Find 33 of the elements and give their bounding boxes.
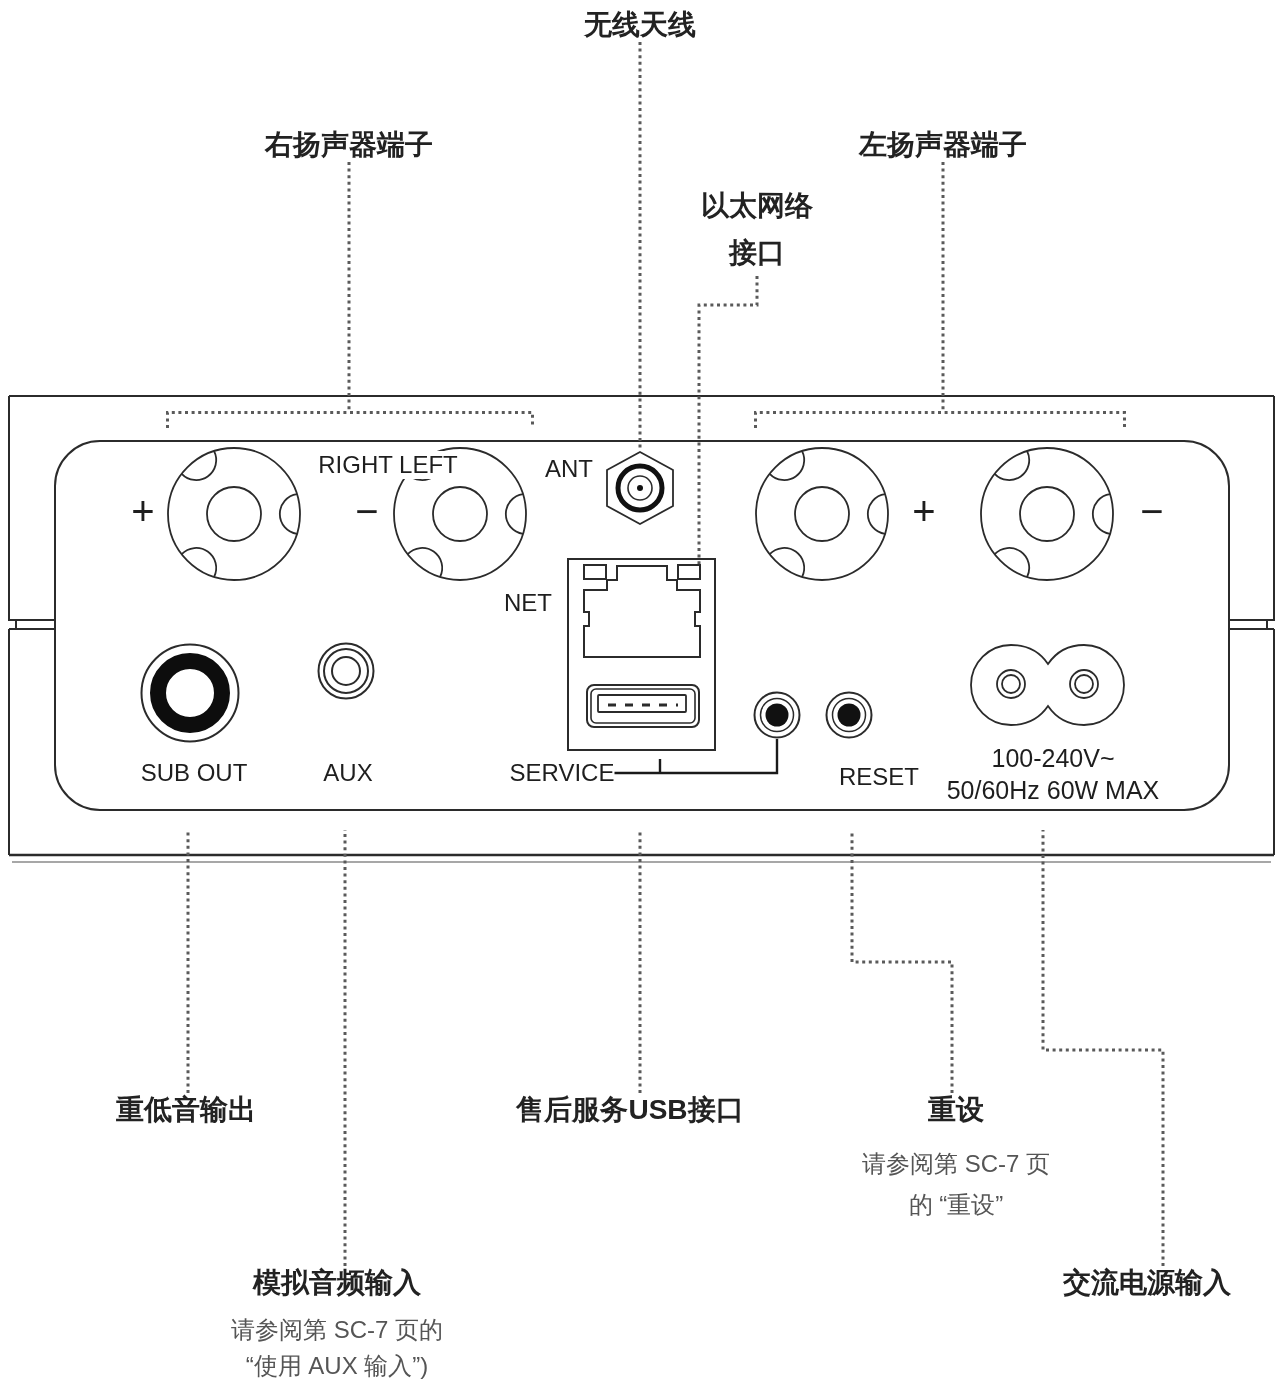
- panel-label: ANT: [545, 455, 593, 483]
- leader-line: [638, 42, 642, 451]
- callout-label: 无线天线: [584, 8, 696, 42]
- panel-label: SUB OUT: [140, 759, 248, 787]
- ethernet-port-icon: [582, 564, 702, 658]
- panel-label: NET: [504, 589, 552, 617]
- callout-label: 重设: [928, 1093, 984, 1127]
- callout-label: 模拟音频输入: [253, 1266, 421, 1300]
- round-socket-icon: [753, 691, 801, 739]
- leader-line: [697, 276, 759, 564]
- leader-line: [186, 830, 190, 1093]
- panel-label: SERVICE: [509, 759, 615, 787]
- callout-label: 左扬声器端子: [859, 128, 1027, 162]
- leader-line: [638, 830, 642, 1093]
- polarity-mark: −: [1140, 489, 1164, 533]
- leader-line: [1041, 830, 1165, 1266]
- callout-label: 重低音输出: [116, 1093, 256, 1127]
- panel-label: RESET: [839, 763, 919, 791]
- leader-line: [941, 162, 945, 411]
- polarity-mark: −: [355, 489, 379, 533]
- polarity-mark: +: [912, 489, 936, 533]
- callout-label: 交流电源输入: [1063, 1266, 1231, 1300]
- rating-label: 100-240V~ 50/60Hz 60W MAX: [945, 743, 1161, 806]
- panel-label: AUX: [323, 759, 373, 787]
- callout-label: 售后服务USB接口: [516, 1093, 744, 1127]
- leader-line: [613, 737, 779, 775]
- antenna-connector-icon: [606, 451, 674, 525]
- leader-line: [347, 162, 351, 411]
- callout-label: 右扬声器端子: [265, 128, 433, 162]
- polarity-mark: +: [131, 489, 155, 533]
- callout-note: 请参阅第 SC-7 页的 “使用 AUX 输入”): [230, 1315, 444, 1381]
- callout-label: 以太网络接口: [695, 182, 819, 276]
- callout-note: 请参阅第 SC-7 页的 “重设”: [861, 1149, 1051, 1220]
